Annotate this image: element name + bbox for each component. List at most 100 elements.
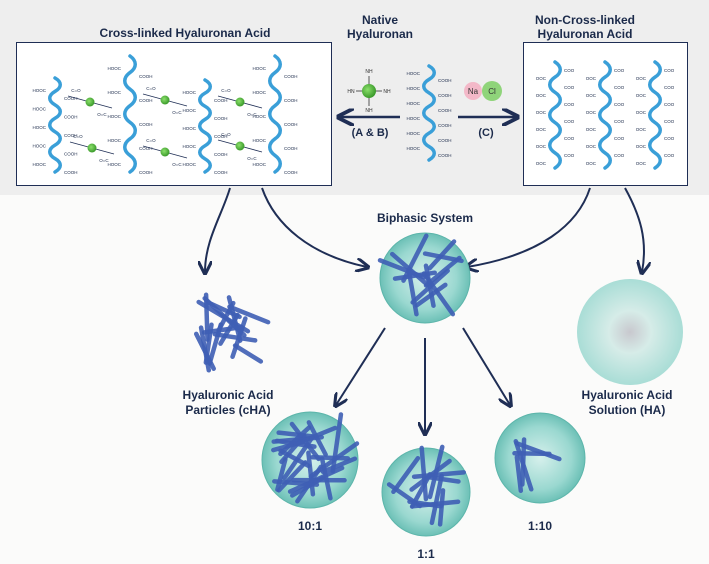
coo-group-label: COO (614, 85, 625, 90)
particle-rod (306, 450, 316, 497)
cooh-group-label: COOH (284, 74, 298, 79)
hooc-group-label: HOOC (253, 138, 267, 143)
hooc-group-label: HOOC (33, 125, 47, 130)
chloride-ion-icon: Cl (482, 81, 502, 101)
oc-group-label: O=C (97, 112, 107, 117)
svg-text:NH: NH (365, 108, 373, 114)
particle-rod (320, 456, 358, 475)
ooc-group-label: OOC (586, 93, 597, 98)
cooh-group-label: COOH (284, 146, 298, 151)
noncrosslinked-chain-3 (648, 60, 662, 170)
particle-rod (276, 460, 308, 493)
particle-rod (278, 448, 311, 469)
crosslinker-node-icon (160, 147, 170, 157)
crosslinked-chain-3 (198, 78, 212, 174)
coo-group-label: COO (614, 153, 625, 158)
particle-rod (278, 425, 312, 457)
ratio-1-10-rods (512, 437, 562, 493)
ratio-1-10-sphere (494, 412, 586, 504)
cooh-group-label: COOH (64, 170, 78, 175)
na-ion-label: Na (468, 87, 479, 96)
arrow-biphasic-to-1-10 (462, 327, 510, 405)
hooc-group-label: HOOC (183, 108, 197, 113)
arrow-crosslinked-to-particles (205, 187, 231, 272)
hooc-group-label: HOOC (108, 90, 122, 95)
biphasic-rods (377, 233, 464, 317)
arrow-crosslinked-to-biphasic (261, 187, 367, 267)
native-title: Native Hyaluronan (330, 13, 430, 41)
noncrosslinked-title: Non-Cross-linked Hyaluronan Acid (515, 13, 655, 41)
cooh-group-label: COOH (139, 146, 153, 151)
particle-rod (306, 420, 328, 457)
hooc-group-label: HOOC (33, 88, 47, 93)
solution-sphere (577, 279, 683, 385)
particle-rod (410, 268, 450, 305)
phase-band (0, 195, 709, 564)
ooc-group-label: OOC (636, 76, 647, 81)
coo-group-label: COO (564, 153, 575, 158)
coo-group-label: COO (664, 153, 675, 158)
noncrosslinked-chain-1 (548, 60, 562, 170)
particle-rod (421, 271, 456, 317)
crosslinker-node-icon (160, 95, 170, 105)
noncrosslinked-chains: OOC COO OOC COO OOC COO OOC COO OOC COO OOC COO OOC C… (536, 60, 675, 170)
ooc-group-label: OOC (536, 127, 547, 132)
ooc-group-label: OOC (586, 76, 597, 81)
ooc-group-label: OOC (536, 144, 547, 149)
crosslinker-node-icon (235, 141, 245, 151)
native-cooh-label: COOH (438, 153, 452, 158)
native-cooh-label: COOH (438, 93, 452, 98)
coo-group-label: COO (614, 119, 625, 124)
ooc-group-label: OOC (536, 110, 547, 115)
particle-rod (299, 425, 338, 444)
cooh-group-label: COOH (214, 98, 228, 103)
native-hooc-label: HOOC (407, 101, 421, 106)
co-group-label: C=O (146, 138, 156, 143)
hooc-group-label: HOOC (33, 107, 47, 112)
native-hooc-label: HOOC (407, 71, 421, 76)
ooc-group-label: OOC (586, 144, 597, 149)
particle-rod (201, 324, 245, 335)
particle-rod (330, 412, 344, 474)
cooh-group-label: COOH (214, 152, 228, 157)
coo-group-label: COO (564, 102, 575, 107)
crosslinked-chains: HOOC COOH HOOC COOH HOOC COOH HOOC COOH HOOC COOH… (33, 54, 298, 175)
native-hyaluronan-chain (422, 64, 436, 162)
cooh-group-label: COOH (139, 98, 153, 103)
noncrosslinked-chain-2 (598, 60, 612, 170)
crosslinker-node-icon (87, 143, 97, 153)
ooc-group-label: OOC (636, 110, 647, 115)
ooc-group-label: OOC (636, 127, 647, 132)
hooc-group-label: HOOC (253, 162, 267, 167)
coo-group-label: COO (614, 102, 625, 107)
particle-rod (205, 299, 242, 320)
particle-rods (193, 292, 271, 373)
native-cooh-label: COOH (438, 138, 452, 143)
native-hooc-label: HOOC (407, 86, 421, 91)
svg-text:NH: NH (365, 69, 373, 75)
co-group-label: C=O (71, 88, 81, 93)
hooc-group-label: HOOC (253, 90, 267, 95)
particle-rod (212, 332, 258, 343)
coo-group-label: COO (664, 68, 675, 73)
particles-label-line2: Particles (cHA) (185, 403, 270, 417)
hooc-group-label: HOOC (183, 126, 197, 131)
oc-group-label: O=C (247, 112, 257, 117)
particle-rod (232, 343, 264, 364)
coo-group-label: COO (564, 119, 575, 124)
native-hooc-label: HOOC (407, 116, 421, 121)
particle-rod (406, 270, 419, 317)
ratio-1-10-label: 1:10 (528, 519, 552, 533)
particles-label-line1: Hyaluronic Acid (183, 388, 274, 402)
native-cooh-label: COOH (438, 108, 452, 113)
particle-rod (514, 454, 524, 493)
crosslinked-title-text: Cross-linked Hyaluronan Acid (99, 26, 271, 40)
cl-ion-label: Cl (488, 87, 496, 96)
particle-rod (411, 470, 466, 479)
solution-label-line2: Solution (HA) (589, 403, 666, 417)
cooh-group-label: COOH (214, 134, 228, 139)
hooc-group-label: HOOC (108, 138, 122, 143)
hooc-group-label: HOOC (33, 144, 47, 149)
ooc-group-label: OOC (586, 161, 597, 166)
